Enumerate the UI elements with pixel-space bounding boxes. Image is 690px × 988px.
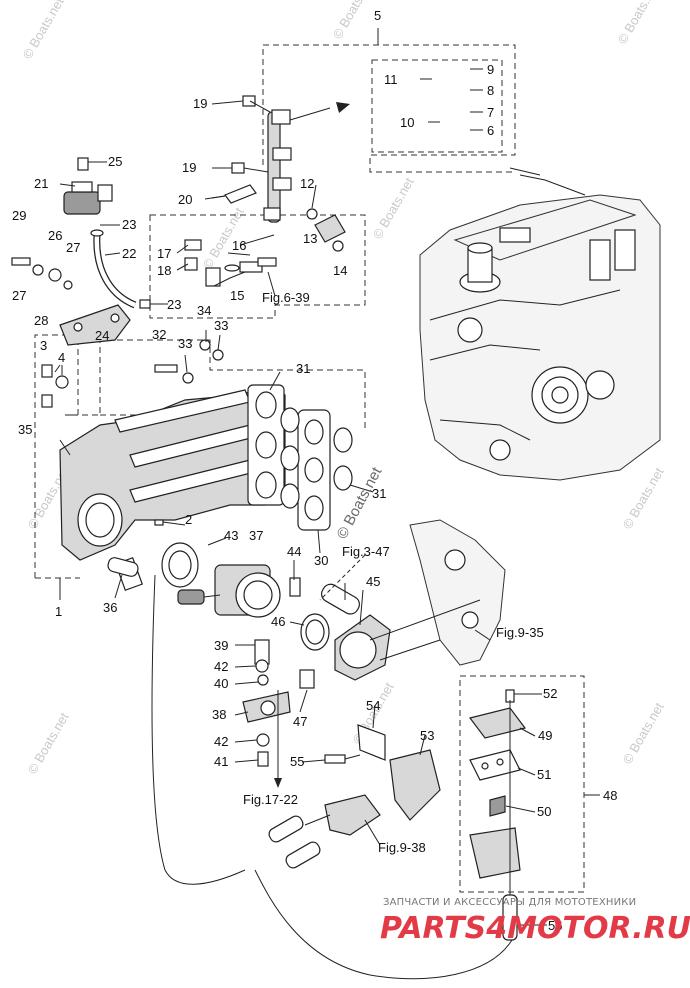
callout-28: 28	[34, 313, 48, 328]
fuel-rail	[224, 95, 350, 252]
callout-45: 45	[366, 574, 380, 589]
callout-32: 32	[152, 327, 166, 342]
callout-41: 41	[214, 754, 228, 769]
callout-3: 3	[40, 338, 47, 353]
callout-48: 48	[603, 788, 617, 803]
callout-11: 11	[384, 72, 398, 87]
cooling-bracket	[324, 724, 441, 821]
watermark-boats: © Boats.net	[25, 710, 72, 777]
engine-block	[419, 167, 661, 481]
filter-assembly	[468, 689, 527, 941]
callout-52: 52	[543, 686, 557, 701]
callout-10: 10	[400, 115, 414, 130]
watermark-boats: © Boats.net	[620, 700, 667, 767]
callout-34: 34	[197, 303, 211, 318]
callout-26: 26	[48, 228, 62, 243]
intake-manifold	[59, 384, 286, 561]
callout-49: 49	[538, 728, 552, 743]
mounting-bracket	[369, 519, 506, 666]
ref-fig-6-39: Fig.6-39	[262, 290, 310, 305]
callout-9: 9	[487, 62, 494, 77]
callout-55: 55	[290, 754, 304, 769]
watermark-boats: © Boats.net	[370, 175, 417, 242]
callout-42b: 42	[214, 734, 228, 749]
ref-fig-9-38: Fig.9-38	[378, 840, 426, 855]
callout-1: 1	[55, 604, 62, 619]
pressure-regulator	[184, 234, 277, 287]
callout-21: 21	[34, 176, 48, 191]
callout-53: 53	[420, 728, 434, 743]
callout-29: 29	[12, 208, 26, 223]
fuel-hose	[59, 157, 151, 346]
ref-fig-3-47: Fig.3-47	[342, 544, 390, 559]
callout-22: 22	[122, 246, 136, 261]
callout-5: 5	[374, 8, 381, 23]
callout-33a: 33	[214, 318, 228, 333]
watermark-boats: © Boats.net	[330, 0, 377, 41]
watermark-boats: © Boats.net	[620, 465, 667, 532]
group-outlines	[34, 28, 600, 893]
watermark-boats: © Boats.net	[20, 0, 67, 61]
callout-30: 30	[314, 553, 328, 568]
callout-14: 14	[333, 263, 347, 278]
callout-43: 43	[224, 528, 238, 543]
callout-20: 20	[178, 192, 192, 207]
callout-15: 15	[230, 288, 244, 303]
callout-25: 25	[108, 154, 122, 169]
callout-31b: 31	[372, 486, 386, 501]
watermark-boats: © Boats.net	[615, 0, 662, 46]
callout-35: 35	[18, 422, 32, 437]
ref-fig-9-35: Fig.9-35	[496, 625, 544, 640]
leader-lines	[54, 68, 547, 926]
intake-silencer	[299, 583, 391, 689]
callout-6: 6	[487, 123, 494, 138]
callout-17: 17	[157, 246, 171, 261]
callout-18: 18	[157, 263, 171, 278]
shop-branding: ЗАПЧАСТИ И АКСЕССУАРЫ ДЛЯ МОТОТЕХНИКИ PA…	[380, 897, 690, 946]
callout-12: 12	[300, 176, 314, 191]
callout-labels: 5 9 8 7 6 11 10 19 25 19 12 21 20 29 23 …	[12, 8, 617, 933]
callout-2: 2	[185, 512, 192, 527]
callout-19b: 19	[182, 160, 196, 175]
ref-fig-17-22: Fig.17-22	[243, 792, 298, 807]
callout-46: 46	[271, 614, 285, 629]
manifold-gasket	[280, 407, 353, 531]
callout-39: 39	[214, 638, 228, 653]
callout-24: 24	[95, 328, 109, 343]
callout-23a: 23	[122, 217, 136, 232]
fasteners-left	[11, 257, 224, 526]
callout-33b: 33	[178, 336, 192, 351]
callout-27a: 27	[66, 240, 80, 255]
callout-8: 8	[487, 83, 494, 98]
throttle-body	[114, 542, 301, 767]
callout-36: 36	[103, 600, 117, 615]
callout-44: 44	[287, 544, 301, 559]
callout-13: 13	[303, 231, 317, 246]
callout-50: 50	[537, 804, 551, 819]
shop-brand-logo: PARTS4MOTOR.RU	[380, 911, 690, 946]
callout-54: 54	[366, 698, 380, 713]
callout-16: 16	[232, 238, 246, 253]
callout-7: 7	[487, 105, 494, 120]
callout-47: 47	[293, 714, 307, 729]
callout-38: 38	[212, 707, 226, 722]
callout-23b: 23	[167, 297, 181, 312]
callout-4: 4	[58, 350, 65, 365]
callout-31a: 31	[296, 361, 310, 376]
callout-56: 56	[548, 918, 562, 933]
callout-42a: 42	[214, 659, 228, 674]
callout-27b: 27	[12, 288, 26, 303]
callout-19a: 19	[193, 96, 207, 111]
callout-37: 37	[249, 528, 263, 543]
shop-tagline: ЗАПЧАСТИ И АКСЕССУАРЫ ДЛЯ МОТОТЕХНИКИ	[383, 897, 636, 908]
hoses	[107, 557, 513, 980]
callout-51: 51	[537, 767, 551, 782]
callout-40: 40	[214, 676, 228, 691]
